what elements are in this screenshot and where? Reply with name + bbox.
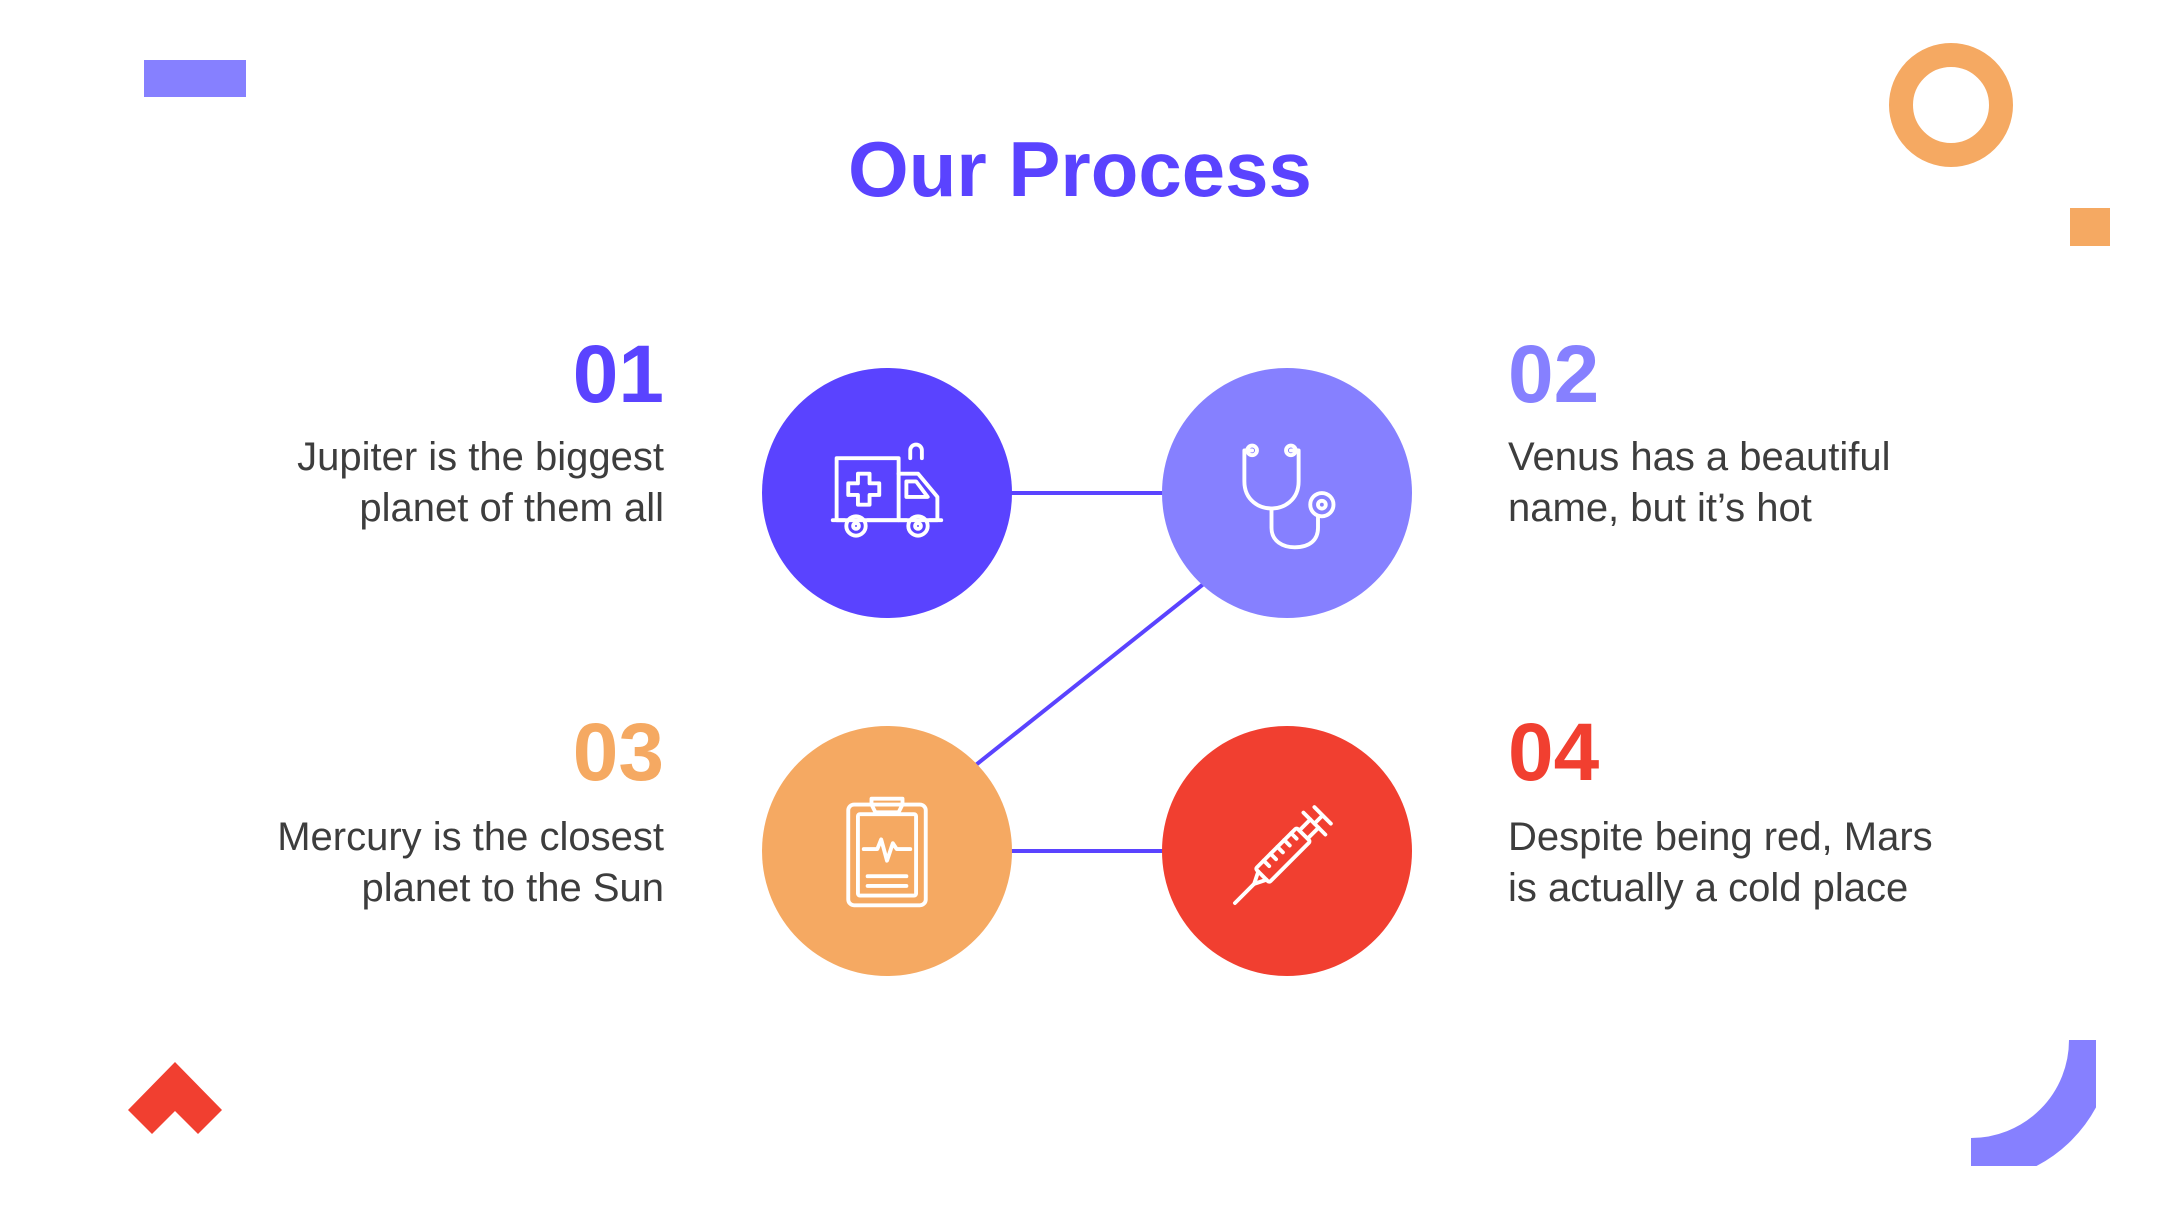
decor-orange-ring (1889, 43, 2013, 167)
ambulance-icon (830, 442, 944, 538)
step-03-circle (762, 726, 1012, 976)
step-04-number: 04 (1508, 707, 1600, 798)
step-04-line2: is actually a cold place (1508, 866, 1909, 910)
step-02-circle (1162, 368, 1412, 618)
connector-02-03 (970, 580, 1208, 770)
decor-purple-bar (144, 60, 246, 97)
step-04-description: Despite being red, Mars is actually a co… (1508, 812, 2128, 914)
step-01-circle (762, 368, 1012, 618)
step-03-number: 03 (572, 707, 664, 798)
step-04-line1: Despite being red, Mars (1508, 815, 1933, 859)
step-02-line2: name, but it’s hot (1508, 486, 1812, 530)
step-03-line2: planet to the Sun (361, 866, 664, 910)
step-02-number: 02 (1508, 329, 1600, 420)
step-04-circle (1162, 726, 1412, 976)
step-01-line1: Jupiter is the biggest (297, 435, 664, 479)
decor-purple-quarter-arc (1970, 1039, 2096, 1166)
syringe-icon (1233, 805, 1333, 905)
medical-clipboard-icon (846, 796, 928, 908)
step-03-line1: Mercury is the closest (277, 815, 664, 859)
decor-red-chevron (128, 1062, 222, 1134)
stethoscope-icon (1242, 443, 1336, 550)
step-02-description: Venus has a beautiful name, but it’s hot (1508, 432, 2128, 534)
step-03-description: Mercury is the closest planet to the Sun (44, 812, 664, 914)
page-title: Our Process (848, 125, 1312, 213)
step-01-description: Jupiter is the biggest planet of them al… (44, 432, 664, 534)
step-01-number: 01 (572, 329, 664, 420)
step-02-line1: Venus has a beautiful (1508, 435, 1891, 479)
step-01-line2: planet of them all (359, 486, 664, 530)
decor-orange-square (2070, 208, 2110, 246)
